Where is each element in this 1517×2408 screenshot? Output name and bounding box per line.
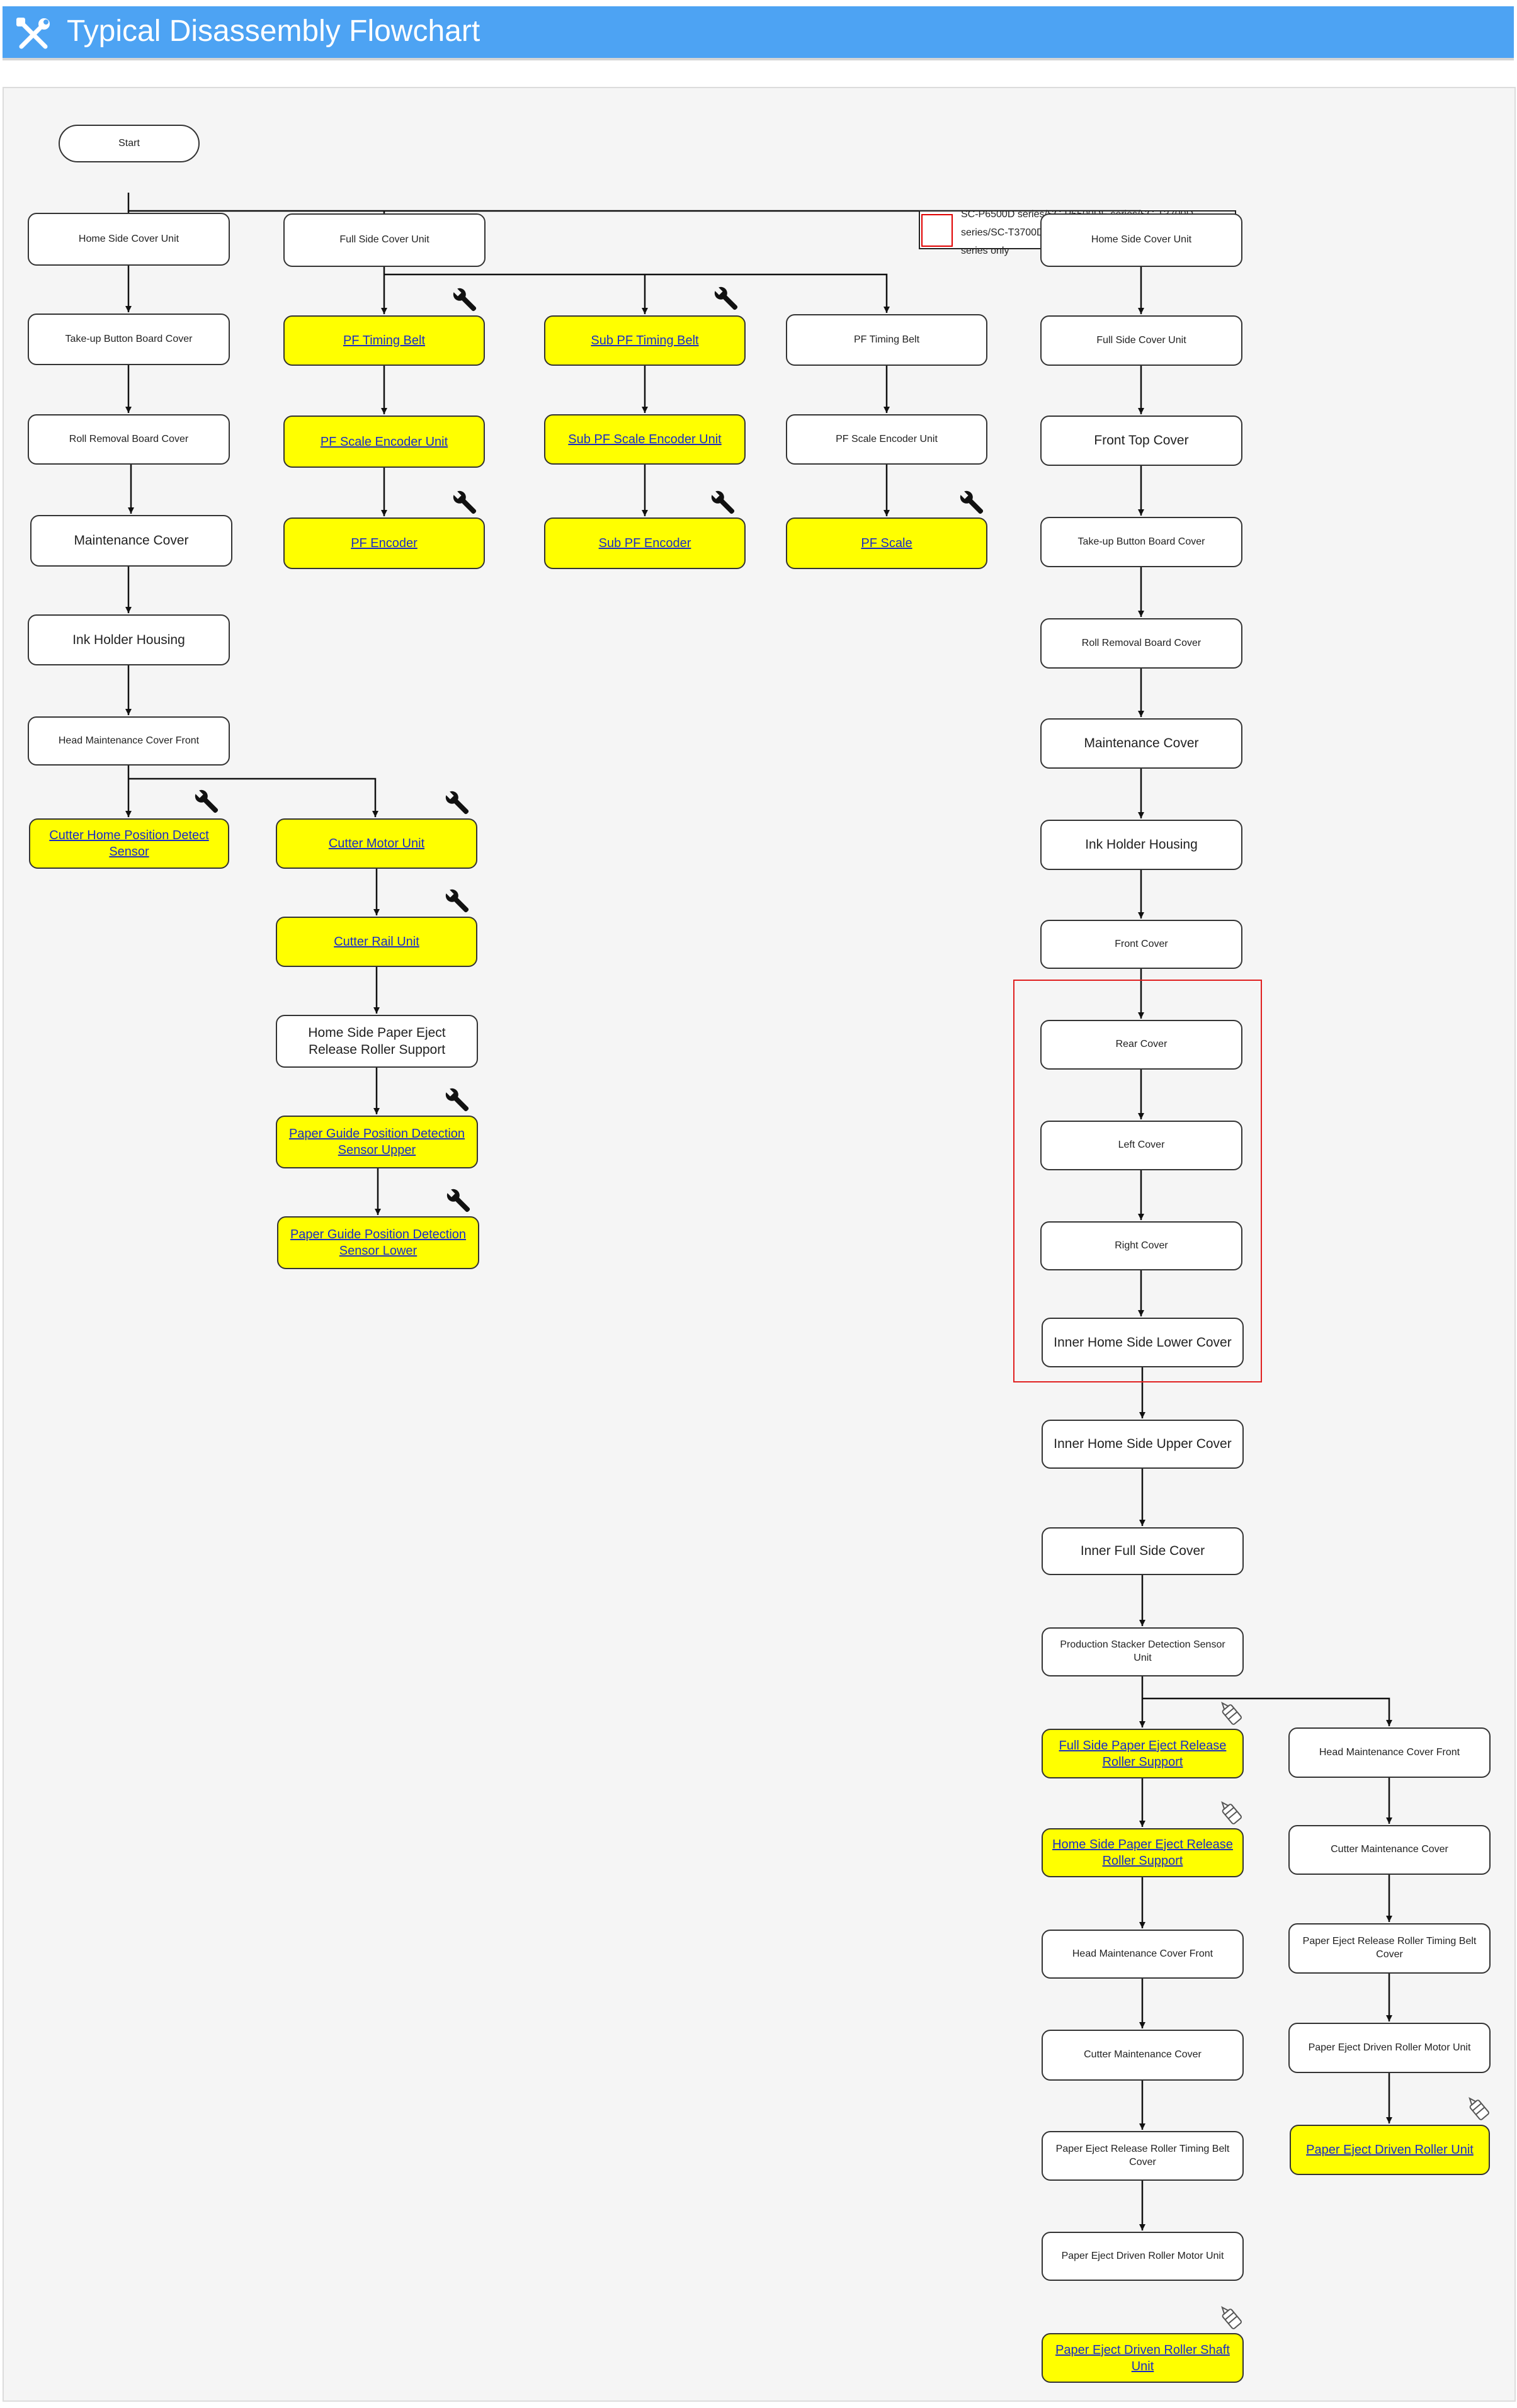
part-node-link[interactable]: Cutter Motor Unit: [276, 818, 477, 869]
flow-node: Inner Home Side Lower Cover: [1042, 1318, 1244, 1367]
flow-node: Paper Eject Driven Roller Motor Unit: [1042, 2232, 1244, 2281]
wrench-icon: [445, 1088, 469, 1112]
flow-node: Head Maintenance Cover Front: [28, 716, 230, 766]
part-node-link[interactable]: Full Side Paper Eject Release Roller Sup…: [1042, 1729, 1244, 1778]
page-title: Typical Disassembly Flowchart: [67, 14, 480, 48]
part-node-link[interactable]: Home Side Paper Eject Release Roller Sup…: [1042, 1828, 1244, 1877]
wrench-icon: [453, 288, 477, 312]
flow-node: Inner Home Side Upper Cover: [1042, 1420, 1244, 1469]
flow-node: Ink Holder Housing: [28, 614, 230, 665]
page-header: Typical Disassembly Flowchart: [3, 6, 1514, 60]
flow-node: Head Maintenance Cover Front: [1288, 1727, 1491, 1778]
flow-node: PF Scale Encoder Unit: [786, 414, 987, 465]
part-node-link[interactable]: Cutter Rail Unit: [276, 917, 477, 967]
part-node-link[interactable]: PF Scale Encoder Unit: [283, 415, 485, 468]
flowchart-canvas: SC-P6500D series/SC-P6500DE series/SC-T3…: [3, 87, 1516, 2402]
flow-node: Front Cover: [1040, 920, 1242, 969]
flow-node: Production Stacker Detection Sensor Unit: [1042, 1627, 1244, 1676]
wrench-icon: [446, 1189, 470, 1212]
flow-node: Paper Eject Release Roller Timing Belt C…: [1288, 1923, 1491, 1974]
flow-node: Home Side Paper Eject Release Roller Sup…: [276, 1015, 478, 1068]
flow-node: Full Side Cover Unit: [1040, 315, 1242, 366]
wrench-icon: [714, 286, 738, 310]
flow-node: Maintenance Cover: [1040, 718, 1242, 769]
wrench-icon: [960, 490, 984, 514]
grease-icon: [1469, 2097, 1489, 2120]
flow-node: Take-up Button Board Cover: [1040, 517, 1242, 567]
wrench-icon: [711, 490, 735, 514]
connector-lines: [125, 193, 1392, 2230]
flow-node: Right Cover: [1040, 1221, 1242, 1270]
wrench-icon: [445, 889, 469, 913]
part-node-link[interactable]: Paper Eject Driven Roller Unit: [1290, 2125, 1490, 2175]
tools-icon: [16, 18, 50, 49]
legend-swatch: [921, 214, 953, 247]
flow-node: Paper Eject Driven Roller Motor Unit: [1288, 2023, 1491, 2073]
flow-node: Cutter Maintenance Cover: [1288, 1825, 1491, 1875]
part-node-link[interactable]: Paper Guide Position Detection Sensor Up…: [276, 1116, 478, 1168]
flow-node: Front Top Cover: [1040, 415, 1242, 466]
part-node-link[interactable]: PF Encoder: [283, 517, 485, 569]
wrench-icon: [453, 490, 477, 514]
part-node-link[interactable]: Cutter Home Position Detect Sensor: [29, 818, 229, 869]
flow-node: Take-up Button Board Cover: [28, 314, 230, 365]
part-node-link[interactable]: Paper Guide Position Detection Sensor Lo…: [277, 1216, 479, 1269]
flow-node: Full Side Cover Unit: [283, 213, 486, 267]
flow-node: Ink Holder Housing: [1040, 820, 1242, 870]
flow-node: Inner Full Side Cover: [1042, 1527, 1244, 1575]
flow-node: Roll Removal Board Cover: [28, 414, 230, 465]
flow-node: Left Cover: [1040, 1121, 1242, 1170]
part-node-link[interactable]: PF Timing Belt: [283, 315, 485, 366]
grease-icon: [1221, 1801, 1242, 1824]
flow-node: Maintenance Cover: [30, 515, 232, 567]
grease-icon: [1221, 1702, 1242, 1725]
flow-node: Head Maintenance Cover Front: [1042, 1930, 1244, 1979]
flow-node: Paper Eject Release Roller Timing Belt C…: [1042, 2131, 1244, 2181]
wrench-icon: [195, 789, 219, 813]
flow-node: Rear Cover: [1040, 1020, 1242, 1070]
flow-node: Cutter Maintenance Cover: [1042, 2030, 1244, 2081]
series-only-group: [1013, 980, 1262, 1382]
flow-node: PF Timing Belt: [786, 314, 987, 366]
flow-node: Home Side Cover Unit: [1040, 213, 1242, 267]
part-node-link[interactable]: PF Scale: [786, 517, 987, 569]
wrench-icon: [445, 791, 469, 815]
start-node: Start: [59, 125, 200, 162]
flow-node: Roll Removal Board Cover: [1040, 618, 1242, 669]
part-node-link[interactable]: Sub PF Timing Belt: [544, 315, 746, 366]
part-node-link[interactable]: Paper Eject Driven Roller Shaft Unit: [1042, 2333, 1244, 2383]
part-node-link[interactable]: Sub PF Scale Encoder Unit: [544, 414, 746, 465]
flow-node: Home Side Cover Unit: [28, 213, 230, 266]
part-node-link[interactable]: Sub PF Encoder: [544, 517, 746, 569]
grease-icon: [1221, 2306, 1242, 2329]
